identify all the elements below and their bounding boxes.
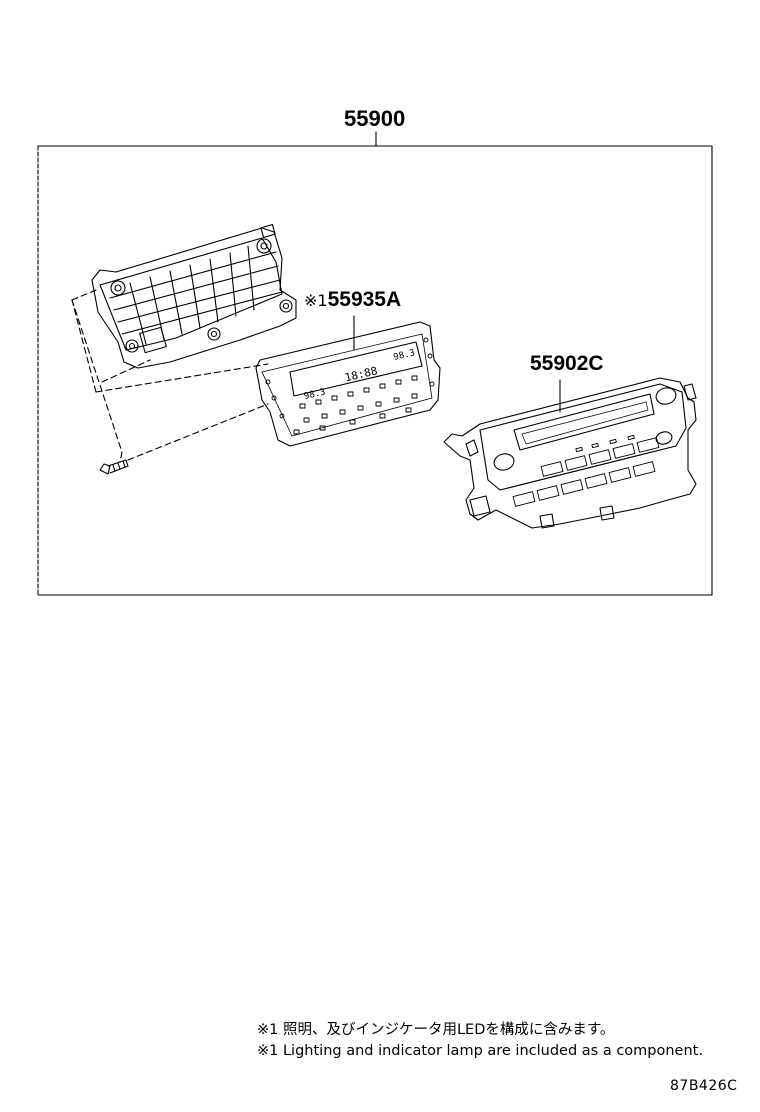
footnote-japanese: ※1 照明、及びインジケータ用LEDを構成に含みます。	[257, 1022, 615, 1038]
pcb-clock: 18:88	[344, 364, 379, 384]
footnote-english: ※1 Lighting and indicator lamp are inclu…	[257, 1043, 703, 1059]
screw	[99, 459, 129, 475]
printed-circuit-board	[255, 315, 441, 447]
label-55900: 55900	[344, 106, 406, 131]
rear-case-bracket	[91, 223, 297, 369]
control-panel	[443, 377, 697, 529]
pcb-left-temp: 98.3	[303, 387, 326, 402]
note-marker: ※1	[304, 291, 328, 310]
assembly-frame	[37, 131, 713, 596]
label-55902c: 55902C	[530, 352, 604, 375]
illustration-code: 87B426C	[670, 1078, 738, 1094]
part-number-55935a: 55935A	[327, 288, 402, 311]
label-55935a: ※155935A	[304, 288, 401, 312]
alignment-lines	[71, 289, 269, 463]
pcb-right-temp: 98.3	[393, 348, 416, 363]
